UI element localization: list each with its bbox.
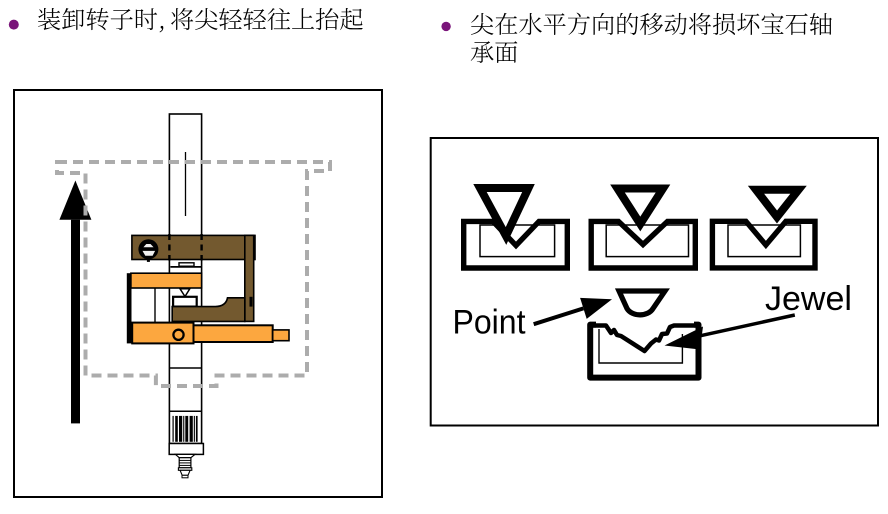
svg-text:Point: Point: [453, 304, 526, 342]
svg-text:Jewel: Jewel: [765, 280, 852, 318]
